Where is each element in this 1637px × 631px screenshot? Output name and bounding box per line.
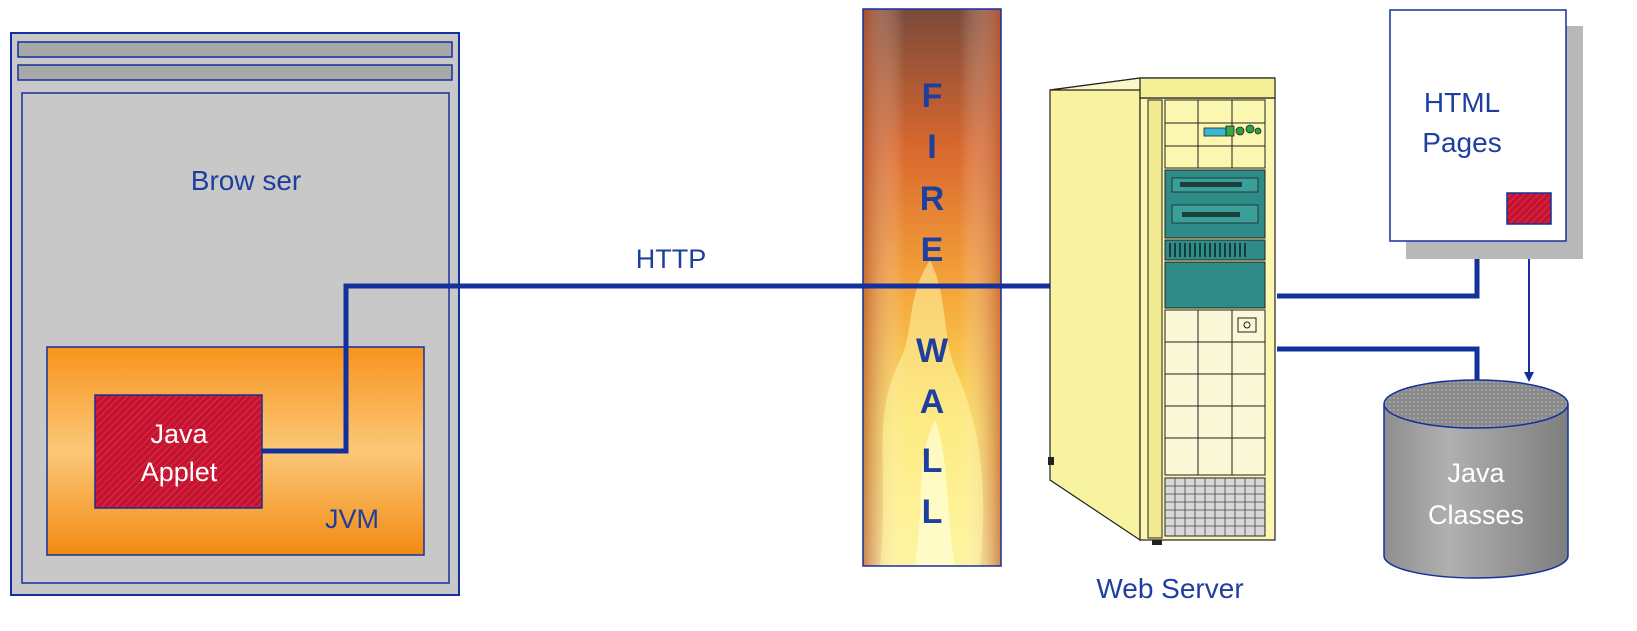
browser-label: Brow ser — [191, 165, 301, 196]
web-server-icon: Web Server — [1048, 77, 1276, 604]
java-classes-line2: Classes — [1428, 500, 1524, 530]
html-pages-line1: HTML — [1424, 87, 1500, 118]
html-pages-line2: Pages — [1422, 127, 1501, 158]
jvm-label: JVM — [325, 504, 379, 534]
java-applet-box: Java Applet — [94, 394, 263, 509]
firewall-letter-w: W — [916, 332, 949, 370]
firewall-letter-l1: L — [922, 442, 943, 480]
web-server-label: Web Server — [1096, 573, 1243, 604]
java-classes-line1: Java — [1447, 458, 1505, 488]
browser-title-bar — [17, 41, 453, 58]
firewall-letter-e: E — [921, 231, 944, 269]
applet-label-line1: Java — [150, 419, 208, 449]
http-label: HTTP — [636, 244, 707, 274]
embedded-applet-icon — [1506, 192, 1552, 225]
firewall-letter-a: A — [920, 383, 945, 421]
http-connection: HTTP — [262, 244, 1053, 454]
firewall-letter-r: R — [920, 180, 945, 218]
firewall-letter-f: F — [922, 77, 943, 115]
html-pages-document: HTML Pages — [1389, 9, 1583, 259]
firewall-letter-i: I — [927, 128, 936, 166]
firewall-letter-l2: L — [922, 493, 943, 531]
applet-label-line2: Applet — [141, 457, 218, 487]
java-classes-database: Java Classes — [1383, 379, 1569, 579]
firewall: F I R E W A L L — [862, 8, 1002, 567]
browser-menu-bar — [17, 64, 453, 81]
